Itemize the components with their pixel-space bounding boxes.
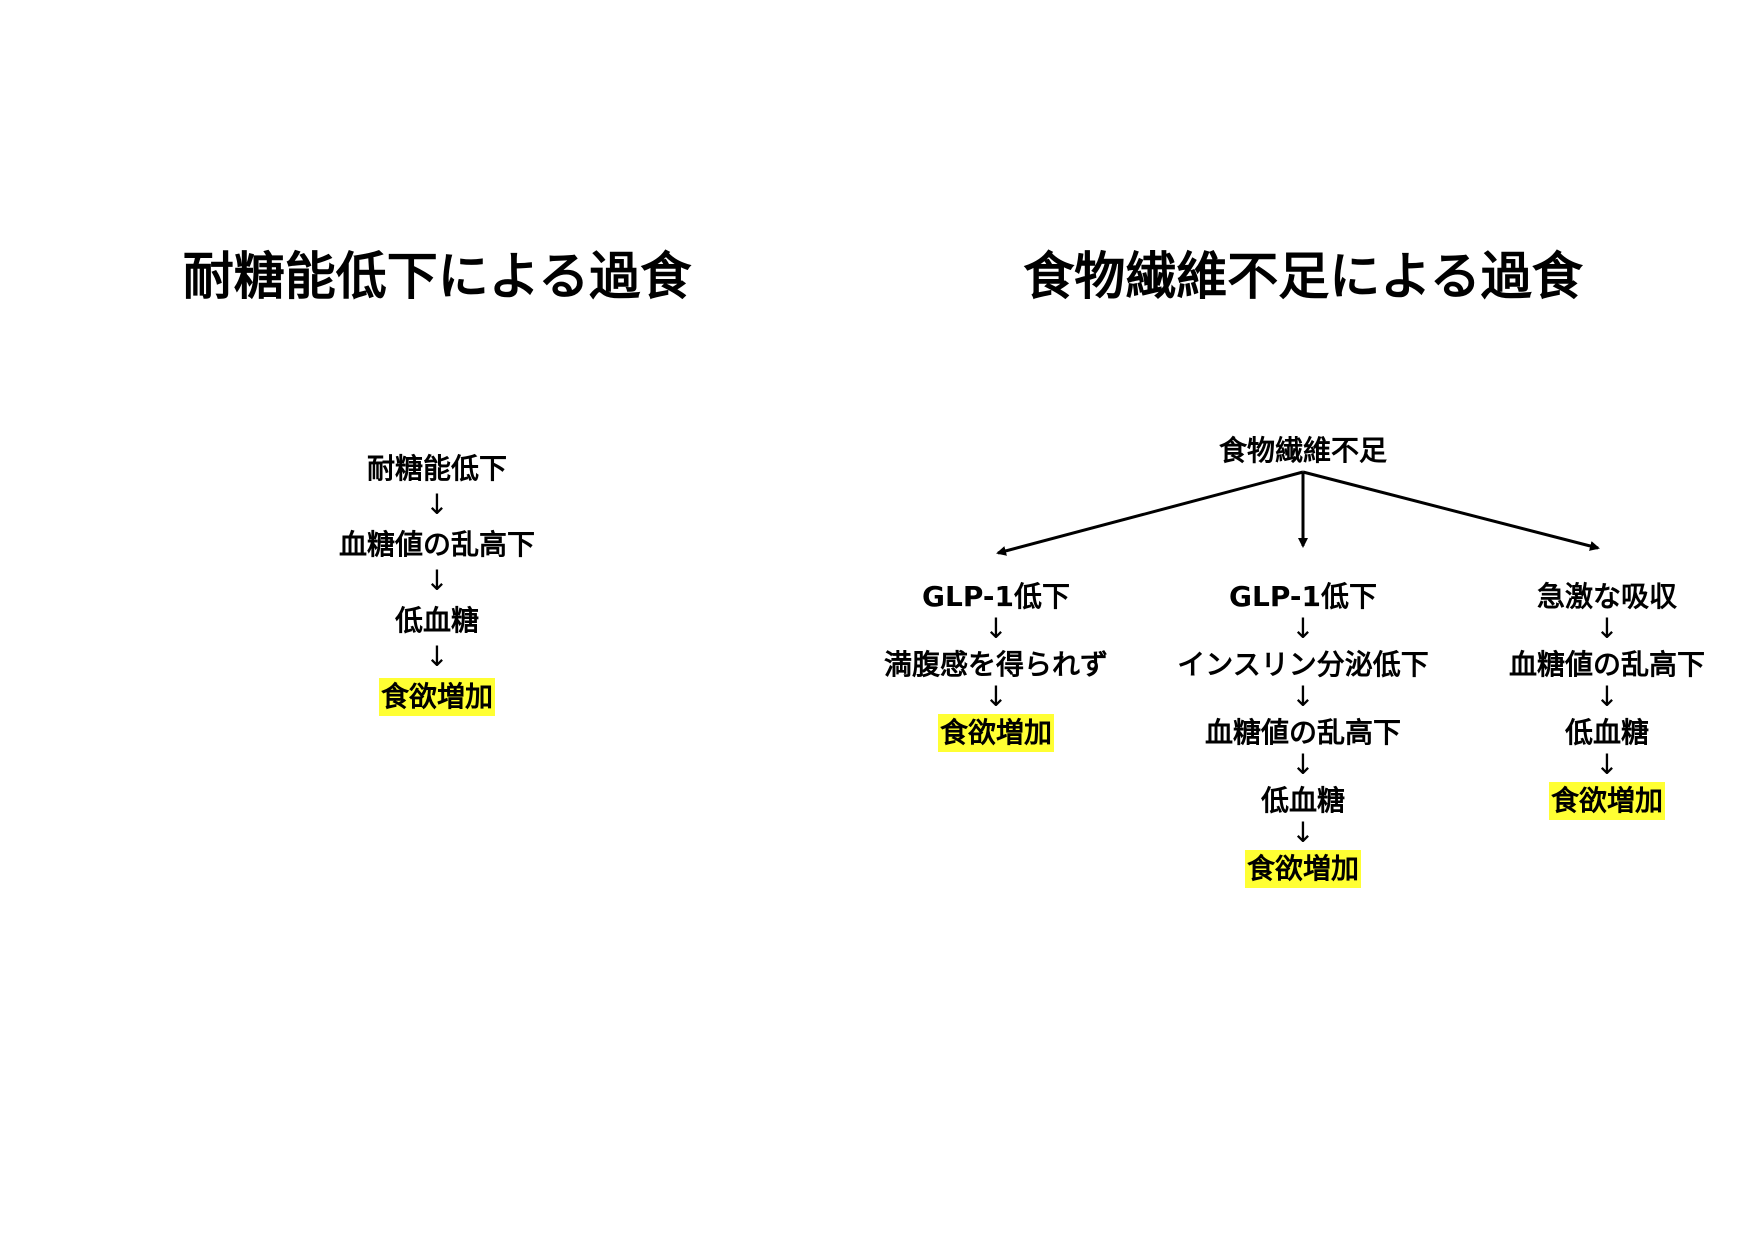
- down-arrow-icon: ↓: [1595, 680, 1619, 713]
- left-node-4-highlight: 食欲増加: [378, 678, 496, 716]
- left-node-1: 耐糖能低下: [366, 452, 508, 485]
- down-arrow-icon: ↓: [1291, 680, 1315, 713]
- branch-arrow-left: [996, 470, 1304, 556]
- down-arrow-icon: ↓: [425, 640, 449, 673]
- down-arrow-icon: ↓: [1595, 748, 1619, 781]
- branch3-node-3: 低血糖: [1564, 716, 1650, 749]
- down-arrow-icon: ↓: [1595, 612, 1619, 645]
- branch2-node-1: GLP-1低下: [1229, 580, 1377, 613]
- branch2-node-5-highlight: 食欲増加: [1244, 850, 1362, 888]
- branch2-node-4: 低血糖: [1260, 784, 1346, 817]
- branch3-node-4-highlight: 食欲増加: [1548, 782, 1666, 820]
- down-arrow-icon: ↓: [1291, 748, 1315, 781]
- down-arrow-icon: ↓: [425, 488, 449, 521]
- branch3-node-2: 血糖値の乱高下: [1508, 648, 1706, 681]
- branch-arrow-right: [1302, 470, 1600, 551]
- left-node-3: 低血糖: [394, 604, 480, 637]
- branch1-node-1: GLP-1低下: [922, 580, 1070, 613]
- down-arrow-icon: ↓: [984, 680, 1008, 713]
- right-diagram-title: 食物繊維不足による過食: [1023, 248, 1583, 307]
- branch3-node-1: 急激な吸収: [1536, 580, 1678, 613]
- branch2-node-2: インスリン分泌低下: [1177, 648, 1429, 681]
- down-arrow-icon: ↓: [1291, 816, 1315, 849]
- branch1-node-2: 満腹感を得られず: [883, 648, 1109, 681]
- down-arrow-icon: ↓: [1291, 612, 1315, 645]
- left-node-2: 血糖値の乱高下: [338, 528, 536, 561]
- left-diagram-title: 耐糖能低下による過食: [182, 248, 692, 307]
- branch2-node-3: 血糖値の乱高下: [1204, 716, 1402, 749]
- right-root-node: 食物繊維不足: [1218, 434, 1388, 467]
- down-arrow-icon: ↓: [984, 612, 1008, 645]
- branch1-node-3-highlight: 食欲増加: [937, 714, 1055, 752]
- down-arrow-icon: ↓: [425, 564, 449, 597]
